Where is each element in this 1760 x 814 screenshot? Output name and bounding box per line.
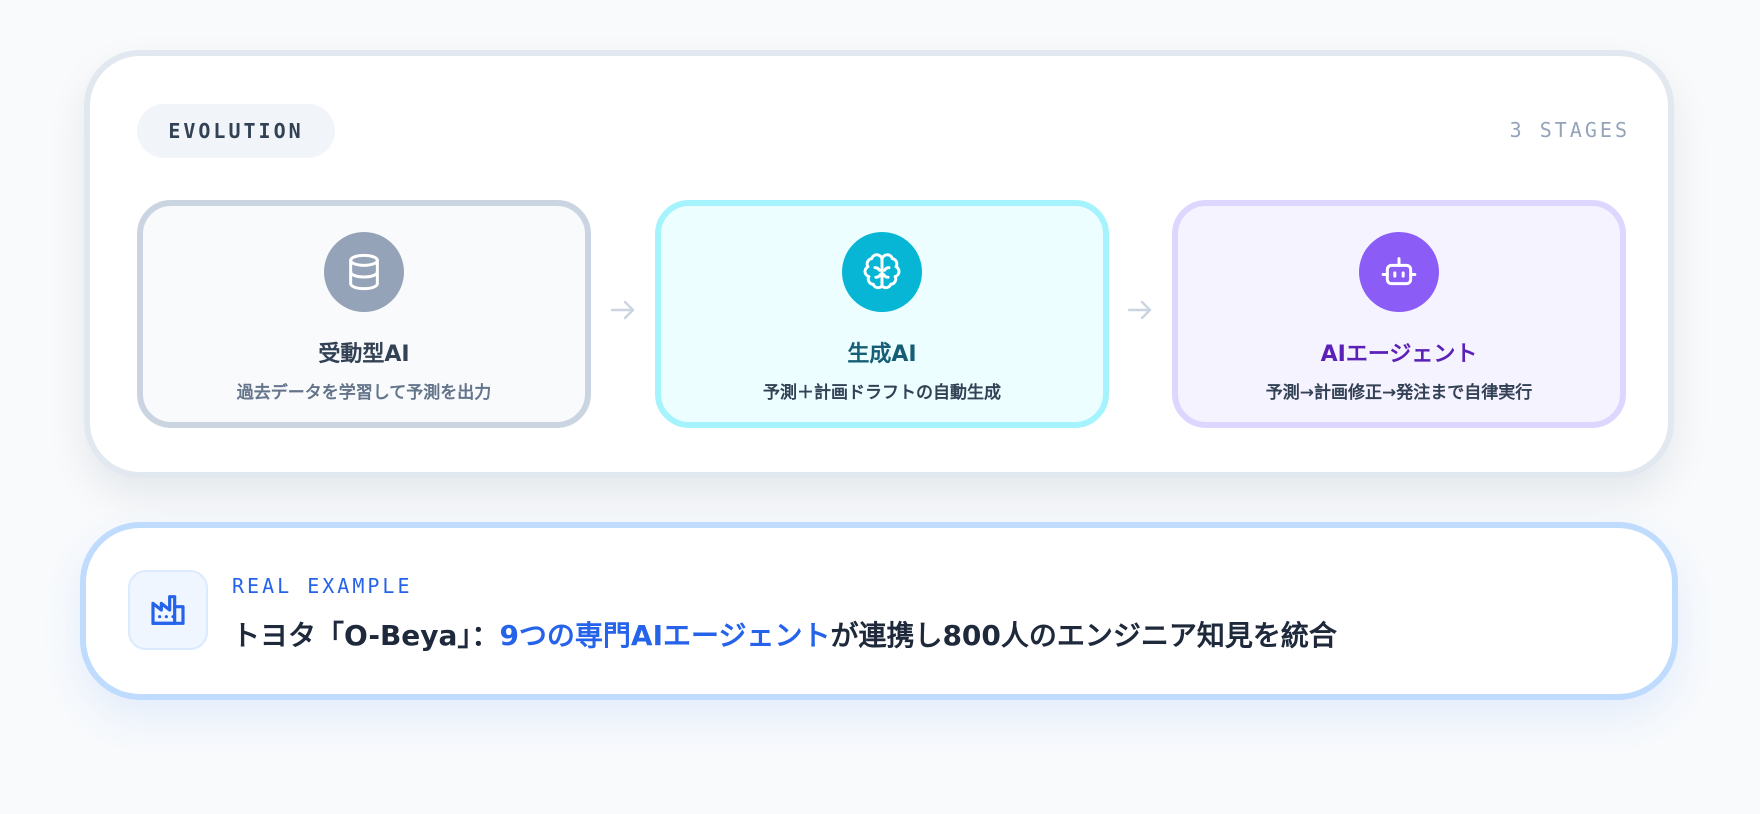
stage-title: 受動型AI [318, 342, 410, 367]
stage-generative-ai: 生成AI 予測＋計画ドラフトの自動生成 [655, 200, 1109, 428]
stage-icon-circle [842, 232, 922, 312]
stage-title: AIエージェント [1320, 342, 1478, 367]
stage-icon-circle [1359, 232, 1439, 312]
stage-icon-circle [324, 232, 404, 312]
stage-passive-ai: 受動型AI 過去データを学習して予測を出力 [137, 200, 591, 428]
factory-icon-box [128, 570, 208, 650]
stage-ai-agent: AIエージェント 予測→計画修正→発注まで自律実行 [1172, 200, 1626, 428]
stage-count-label: 3 STAGES [1509, 118, 1630, 142]
robot-icon [1381, 257, 1417, 286]
example-text-prefix: トヨタ「O-Beya」： [232, 619, 500, 652]
evolution-card: EVOLUTION 3 STAGES 受動型AI 過去データを学習して予測を出力 [84, 50, 1674, 478]
real-example-card: REAL EXAMPLE トヨタ「O-Beya」：9つの専門AIエージェントが連… [80, 522, 1678, 700]
evolution-badge: EVOLUTION [137, 104, 335, 158]
stage-title: 生成AI [847, 342, 917, 367]
real-example-label: REAL EXAMPLE [232, 574, 413, 598]
example-text-highlight: 9つの専門AIエージェント [499, 619, 831, 652]
database-icon [349, 253, 379, 291]
stage-description: 過去データを学習して予測を出力 [236, 383, 492, 403]
example-text-suffix: が連携し800人のエンジニア知見を統合 [830, 619, 1337, 652]
stage-description: 予測→計画修正→発注まで自律実行 [1265, 383, 1533, 403]
stage-description: 予測＋計画ドラフトの自動生成 [763, 383, 1001, 403]
real-example-text: トヨタ「O-Beya」：9つの専門AIエージェントが連携し800人のエンジニア知… [232, 614, 1337, 654]
brain-icon [863, 253, 901, 290]
arrow-right-icon [1127, 300, 1152, 320]
arrow-right-icon [610, 300, 635, 320]
factory-icon [151, 595, 185, 625]
